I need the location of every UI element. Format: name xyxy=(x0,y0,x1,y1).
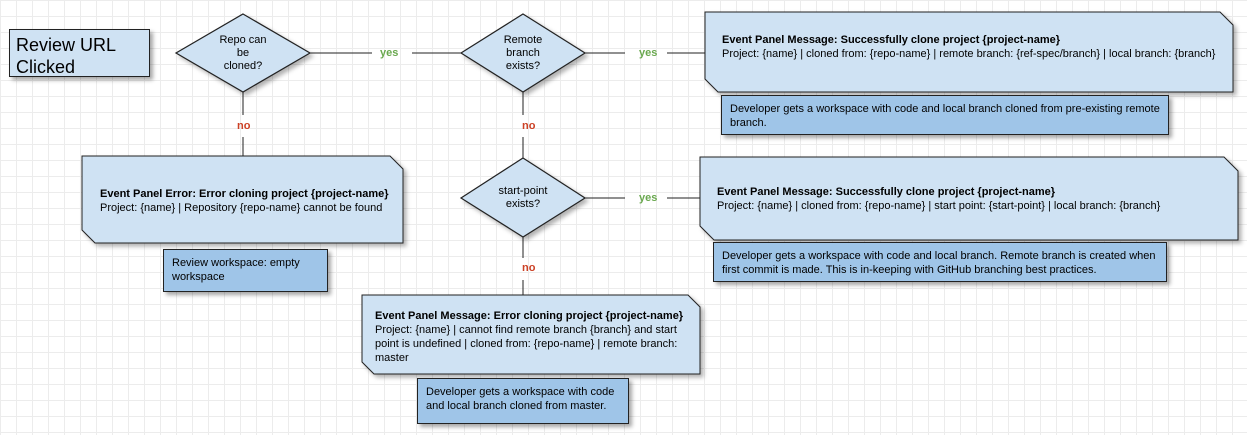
start-node-line2: Clicked xyxy=(16,57,76,77)
edge-label-no: no xyxy=(522,262,536,274)
decision-start-point: start-point exists? xyxy=(478,185,568,211)
message-title: Event Panel Message: Successfully clone … xyxy=(722,34,1061,46)
edge-label-yes: yes xyxy=(380,47,399,59)
message-error-branch: Event Panel Message: Error cloning proje… xyxy=(375,309,690,365)
decision-remote-line: Remote xyxy=(503,34,543,46)
decision-repo-cloned: Repo can be cloned? xyxy=(203,34,283,73)
decision-startpoint-line: start-point xyxy=(498,185,548,197)
edge-label-no: no xyxy=(237,120,251,132)
message-body: Project: {name} | cloned from: {repo-nam… xyxy=(717,200,1161,212)
decision-repo-line: Repo can xyxy=(219,34,267,46)
message-clone-remote: Event Panel Message: Successfully clone … xyxy=(722,33,1217,61)
decision-remote-shape xyxy=(459,13,587,93)
message-clone-startpoint: Event Panel Message: Successfully clone … xyxy=(717,185,1227,213)
message-title: Event Panel Error: Error cloning project… xyxy=(100,188,389,200)
start-node: Review URL Clicked xyxy=(9,29,150,77)
decision-remote-line: exists? xyxy=(505,60,541,72)
decision-remote-branch: Remote branch exists? xyxy=(483,34,563,73)
message-error-branch-shape xyxy=(361,294,701,375)
message-clone-remote-shape xyxy=(704,11,1234,93)
message-clone-startpoint-shape xyxy=(699,156,1239,241)
decision-remote-line: branch xyxy=(506,47,540,59)
message-body: Project: {name} | cloned from: {repo-nam… xyxy=(722,48,1216,60)
decision-repo-line: cloned? xyxy=(223,60,263,72)
decision-startpoint-line: exists? xyxy=(505,198,541,210)
message-error-repo-shape xyxy=(81,155,404,244)
message-body: Project: {name} | Repository {repo-name}… xyxy=(100,202,383,214)
start-node-line1: Review URL xyxy=(16,35,117,55)
message-body: Project: {name} | cannot find remote bra… xyxy=(375,324,678,364)
note-empty-workspace: Review workspace: empty workspace xyxy=(163,249,328,292)
note-start-point: Developer gets a workspace with code and… xyxy=(713,242,1167,282)
message-title: Event Panel Message: Error cloning proje… xyxy=(375,310,684,322)
note-remote-branch: Developer gets a workspace with code and… xyxy=(721,95,1169,135)
message-error-repo: Event Panel Error: Error cloning project… xyxy=(100,187,395,215)
edge-label-yes: yes xyxy=(639,47,658,59)
edge-label-yes: yes xyxy=(639,192,658,204)
note-master-branch: Developer gets a workspace with code and… xyxy=(417,378,629,424)
decision-startpoint-shape xyxy=(459,157,587,238)
decision-repo-line: be xyxy=(236,47,250,59)
message-title: Event Panel Message: Successfully clone … xyxy=(717,186,1056,198)
edge-label-no: no xyxy=(522,120,536,132)
decision-repo-shape xyxy=(174,13,312,93)
